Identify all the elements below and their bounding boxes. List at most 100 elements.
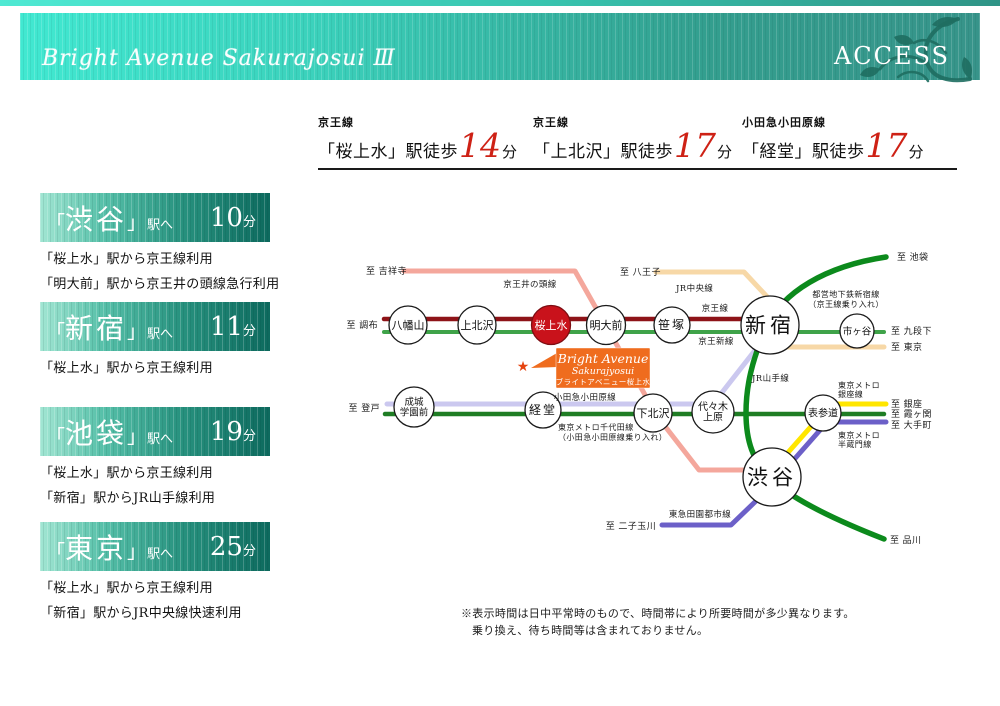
destination-minutes: 19 <box>209 416 243 447</box>
destination-minutes: 11 <box>209 311 243 342</box>
destination-station: 「池袋」駅へ <box>46 412 173 452</box>
route-tokyu-denentoshi-line <box>659 497 760 528</box>
walk-time-minutes: 14 <box>459 126 501 165</box>
station-label: 経堂 <box>529 403 557 417</box>
line-name-label: 東京メトロ <box>838 430 880 440</box>
property-name-jp: ブライトアベニュー桜上水 <box>556 377 651 387</box>
endpoint-label: 至 池袋 <box>897 251 928 263</box>
station-label: 代々木上原 <box>698 401 728 424</box>
station-label: 成城学園前 <box>400 396 429 419</box>
endpoint-label: 至 八王子 <box>620 267 661 278</box>
endpoint-label: 至 東京 <box>891 341 922 353</box>
destination-station-name: 池袋 <box>65 416 128 450</box>
station-circle <box>740 295 800 355</box>
station-circle <box>388 305 428 345</box>
disclaimer-line-1: ※表示時間は日中平常時のもので、時間帯により所要時間が多少異なります。 <box>461 607 855 620</box>
callout-pointer <box>531 353 557 368</box>
line-name-label: 都営地下鉄新宿線 <box>812 289 879 299</box>
top-accent-strip <box>0 0 1000 6</box>
destination-station-name: 新宿 <box>65 311 128 345</box>
destination-to-suffix: 駅へ <box>147 326 174 342</box>
property-title: Bright Avenue Sakurajosui Ⅲ <box>42 46 396 71</box>
route-tokyo-metro-ginza-line-diagonal <box>781 419 818 460</box>
bracket-open: 「 <box>46 320 66 343</box>
walk-time-station: 「桜上水」駅徒歩 <box>318 142 458 162</box>
line-name-label: 半蔵門線 <box>838 439 872 449</box>
property-name-line1: Bright Avenue <box>557 351 649 366</box>
station-circle <box>839 313 875 349</box>
endpoint-label: 至 大手町 <box>891 419 932 431</box>
station-label: 桜上水 <box>535 318 568 332</box>
station-label: 明大前 <box>590 318 623 332</box>
walk-time-line-name: 小田急小田原線 <box>742 116 826 129</box>
station-circle <box>457 305 497 345</box>
endpoint-label: 至 吉祥寺 <box>366 265 407 277</box>
walk-time-unit: 分 <box>502 143 518 161</box>
station-label: 下北沢 <box>637 406 670 420</box>
station-label: 渋谷 <box>747 465 797 489</box>
destination-note-line: 「桜上水」駅から京王線利用 <box>40 466 213 481</box>
destination-station-name: 渋谷 <box>65 202 128 236</box>
destination-minutes-unit: 分 <box>242 543 256 559</box>
destination-note-line: 「桜上水」駅から京王線利用 <box>40 581 213 596</box>
walk-time-line-name: 京王線 <box>533 116 569 129</box>
endpoint-label: 至 登戸 <box>349 403 380 414</box>
bracket-close: 」 <box>127 320 147 343</box>
header-bar: Bright Avenue Sakurajosui Ⅲ ACCESS <box>20 13 980 83</box>
station-circle <box>804 394 842 432</box>
destination-minutes: 10 <box>209 202 243 233</box>
station-circle <box>393 386 435 428</box>
station-label: 笹塚 <box>658 318 686 332</box>
destination-minutes-unit: 分 <box>242 214 256 230</box>
endpoint-label: 至 品川 <box>890 535 921 546</box>
line-name-label: 銀座線 <box>838 389 863 399</box>
line-name-label: 東京メトロ <box>838 380 880 390</box>
endpoint-label: 至 調布 <box>347 319 378 331</box>
line-name-label: 東京メトロ千代田線 <box>558 422 634 432</box>
bracket-close: 」 <box>127 540 147 563</box>
line-name-label: JR山手線 <box>751 373 789 384</box>
station-label: 上北沢 <box>461 318 494 332</box>
destination-station-name: 東京 <box>65 531 128 565</box>
destination-notes: 「桜上水」駅から京王線利用「新宿」駅からJR山手線利用 <box>40 462 270 512</box>
bracket-open: 「 <box>46 211 66 234</box>
walk-time-minutes: 17 <box>674 126 716 165</box>
endpoint-label: 至 二子玉川 <box>606 521 656 532</box>
walk-time-minutes: 17 <box>865 126 908 165</box>
access-heading: ACCESS <box>833 42 950 70</box>
destination-to-suffix: 駅へ <box>147 217 174 233</box>
destination-notes: 「桜上水」駅から京王線利用「明大前」駅から京王井の頭線急行利用 <box>40 248 280 298</box>
destination-note-line: 「明大前」駅から京王井の頭線急行利用 <box>40 276 280 292</box>
walk-time-station: 「上北沢」駅徒歩 <box>533 142 673 162</box>
station-circle <box>742 447 802 507</box>
destination-note-line: 「新宿」駅からJR山手線利用 <box>40 490 216 506</box>
line-name-label: 京王線 <box>702 303 729 314</box>
property-callout-box <box>555 347 651 389</box>
destination-note-line: 「桜上水」駅から京王線利用 <box>40 361 213 376</box>
line-name-label: 京王新線 <box>698 336 734 347</box>
destination-station: 「新宿」駅へ <box>46 307 173 347</box>
line-name-label: （小田急小田原線乗り入れ） <box>558 432 667 442</box>
line-name-label: 小田急小田原線 <box>554 392 616 403</box>
station-circle <box>524 391 562 429</box>
disclaimer-line-2: 乗り換え、待ち時間等は含まれておりません。 <box>472 623 709 637</box>
station-label: 八幡山 <box>392 318 425 332</box>
destination-note-line: 「新宿」駅からJR中央線快速利用 <box>40 605 242 621</box>
endpoint-label: 至 霞ヶ関 <box>891 409 932 420</box>
walk-time-line-name: 京王線 <box>318 116 354 129</box>
